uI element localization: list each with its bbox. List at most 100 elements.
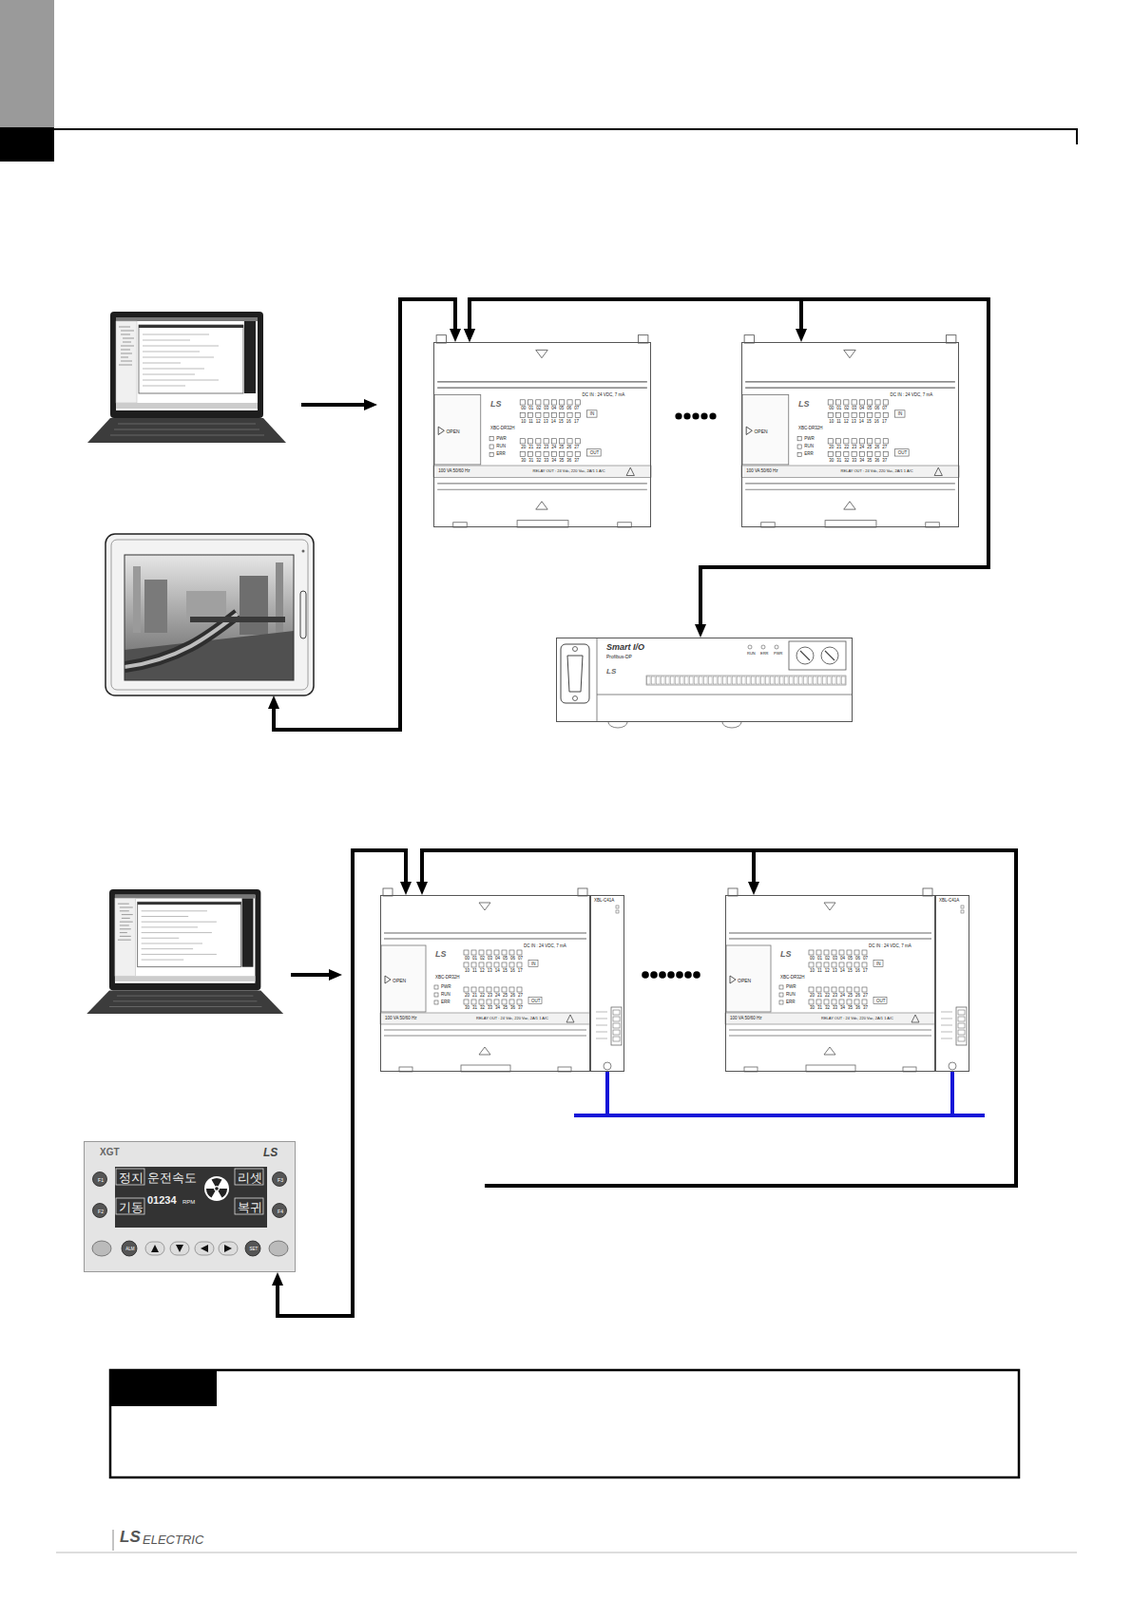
module-label: F2 xyxy=(97,1209,104,1215)
module-label: PWR xyxy=(773,652,783,656)
text-panel-body xyxy=(151,1245,159,1253)
smart-io-body xyxy=(800,651,835,661)
laptop xyxy=(86,889,284,1015)
module-label: 운전속도 xyxy=(147,1171,197,1185)
module-label: RUN xyxy=(786,993,796,998)
smart-io-module: Smart I/OProfibus-DPLSRUNERRPWR xyxy=(556,637,853,723)
module-label: 30 31 32 33 34 35 36 37 xyxy=(464,1006,523,1012)
module-label: RELAY OUT : 24 Vdc, 220 Vac, 2A/1 1 A/C xyxy=(821,1016,894,1021)
plc-body xyxy=(433,335,652,528)
module-label: 30 31 32 33 34 35 36 37 xyxy=(520,459,579,464)
continuation-dots xyxy=(691,412,699,420)
module-label: OPEN xyxy=(753,429,768,435)
text-panel-body xyxy=(83,1141,296,1273)
smart-io-body xyxy=(556,637,853,729)
page-footer xyxy=(113,1530,115,1552)
module-label: 정지 xyxy=(118,1171,144,1185)
smart-io-body xyxy=(596,637,853,723)
module-label: DC IN : 24 VDC, 7 mA xyxy=(581,393,625,399)
plc-unit: OPENLSXBC-DR32HPWRRUNERR00 01 02 03 04 0… xyxy=(725,895,936,1073)
text-panel-body xyxy=(218,1189,229,1199)
module-label: 기동 xyxy=(118,1201,144,1214)
comm-module: XBL-C41A xyxy=(590,895,625,1073)
touch-hmi xyxy=(111,539,308,691)
network-cable xyxy=(277,850,406,1317)
smart-io-body xyxy=(560,644,590,704)
text-panel-body xyxy=(93,1204,108,1219)
module-label: 30 31 32 33 34 35 36 37 xyxy=(828,459,887,464)
touch-hmi xyxy=(300,591,307,639)
touch-hmi xyxy=(275,562,284,639)
text-panel-body xyxy=(115,1198,145,1215)
module-label: 10 11 12 13 14 15 16 17 xyxy=(464,969,523,975)
continuation-dots xyxy=(650,971,658,979)
continuation-dots xyxy=(667,971,675,979)
touch-hmi xyxy=(186,591,227,620)
module-label: IN xyxy=(531,962,537,968)
touch-hmi xyxy=(144,579,168,634)
module-label: ERR xyxy=(496,452,506,458)
network-cable xyxy=(273,299,1017,1187)
continuation-dots xyxy=(675,971,684,979)
module-label: 100 VA 50/60 Hz xyxy=(746,469,778,475)
continuation-dots xyxy=(641,412,716,979)
text-panel-body xyxy=(224,1245,232,1253)
module-label: OPEN xyxy=(392,978,406,984)
module-label: RUN xyxy=(804,444,814,450)
module-label: XGT xyxy=(99,1148,120,1158)
text-panel-body xyxy=(115,1167,268,1228)
text-panel-body xyxy=(214,1187,219,1191)
module-label: XBC-DR32H xyxy=(490,426,516,432)
module-label: IN xyxy=(898,412,903,418)
smart-io-body xyxy=(556,637,853,723)
plc-body xyxy=(590,895,625,1073)
continuation-dots xyxy=(692,971,701,979)
page-footer xyxy=(56,1530,1077,1554)
module-label: XBL-C41A xyxy=(939,899,960,904)
text-panel-body xyxy=(206,1189,216,1199)
module-label: RUN xyxy=(747,652,756,656)
plc-body xyxy=(741,335,960,528)
footer-logo: LS xyxy=(119,1529,141,1546)
module-label: RELAY OUT : 24 Vdc, 220 Vac, 2A/1 1 A/C xyxy=(841,469,914,474)
module-label: XBC-DR32H xyxy=(798,426,824,432)
module-label: 10 11 12 13 14 15 16 17 xyxy=(520,420,579,425)
text-panel-body xyxy=(234,1169,264,1186)
module-label: 리셋 xyxy=(237,1171,263,1185)
text-panel-body xyxy=(115,1169,145,1186)
smart-io-body xyxy=(774,645,779,650)
module-label: 20 21 22 23 24 25 26 27 xyxy=(520,445,579,451)
smart-io-body xyxy=(573,647,578,653)
plc-body xyxy=(935,895,970,1073)
smart-io-body xyxy=(646,675,846,686)
module-label: DC IN : 24 VDC, 7 mA xyxy=(868,944,912,950)
plc-unit: OPENLSXBC-DR32HPWRRUNERR00 01 02 03 04 0… xyxy=(433,342,652,528)
module-label: 01234 xyxy=(147,1195,177,1207)
network-cable xyxy=(290,973,333,978)
touch-hmi xyxy=(124,555,294,681)
continuation-dots xyxy=(683,412,691,420)
text-panel-body xyxy=(234,1198,264,1215)
module-label: ERR xyxy=(786,1000,796,1006)
module-label: 100 VA 50/60 Hz xyxy=(384,1016,417,1022)
touch-hmi xyxy=(302,550,306,554)
smart-io-body xyxy=(573,696,578,702)
module-label: DC IN : 24 VDC, 7 mA xyxy=(523,944,567,950)
comm-module: XBL-C41A xyxy=(935,895,970,1073)
module-label: OPEN xyxy=(737,978,751,984)
network-cable xyxy=(301,402,368,407)
continuation-dots xyxy=(684,971,692,979)
touch-hmi xyxy=(105,534,314,696)
module-label: OUT xyxy=(531,999,541,1005)
text-panel-body xyxy=(93,1172,108,1188)
text-panel-body xyxy=(170,1242,190,1256)
smart-io-body xyxy=(608,722,742,729)
module-label: ERR xyxy=(441,1000,451,1006)
bus-line xyxy=(607,1072,953,1116)
network-cable xyxy=(469,299,802,333)
module-label: XBC-DR32H xyxy=(780,976,806,981)
smart-io-body xyxy=(567,655,583,692)
text-panel-body xyxy=(272,1172,288,1188)
